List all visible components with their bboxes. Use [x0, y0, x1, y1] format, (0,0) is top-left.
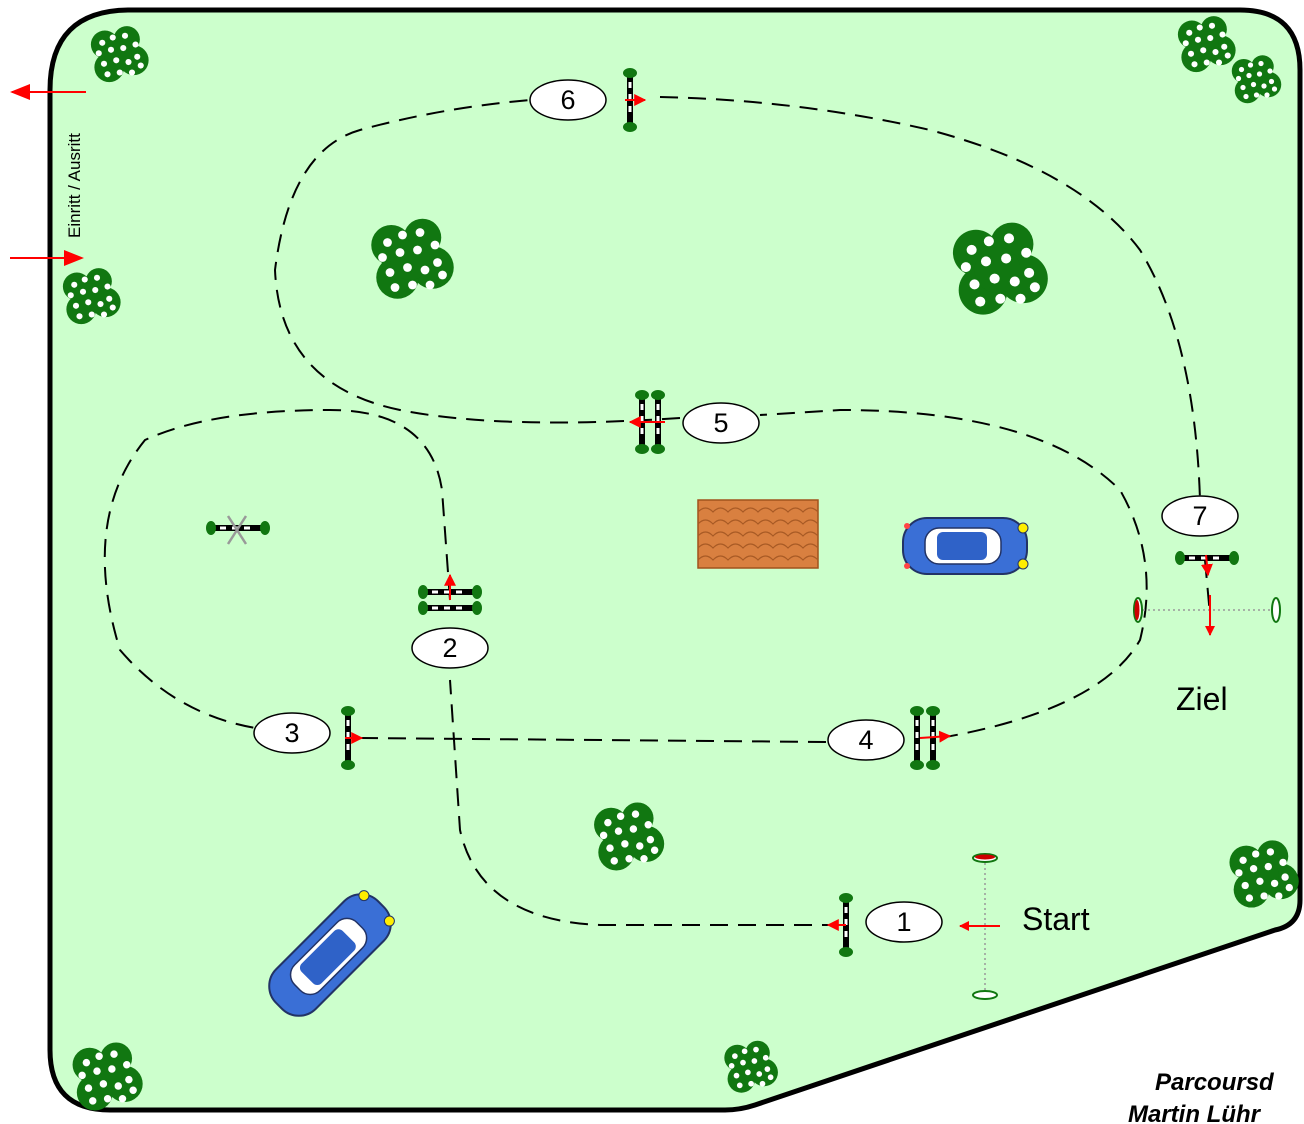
- unused-jump: [206, 515, 270, 545]
- number-bubble: 4: [827, 719, 905, 761]
- entrance-exit-arrows: [10, 84, 86, 266]
- arena-boundary: [47, 7, 1303, 1113]
- number-bubble: 3: [253, 712, 331, 754]
- credit-line-1: Parcoursd: [1155, 1069, 1275, 1096]
- wall-icon: [697, 499, 819, 569]
- number-bubble: 6: [529, 79, 607, 121]
- finish-line: [1133, 595, 1281, 636]
- number-bubble: 2: [411, 627, 489, 669]
- svg-text:2: 2: [442, 633, 457, 663]
- car-icon: [268, 890, 395, 1017]
- car-icon: [902, 517, 1029, 575]
- arrow-icon: [919, 730, 952, 743]
- credit-line-2: Martin Lühr: [1128, 1101, 1262, 1124]
- svg-text:3: 3: [284, 718, 299, 748]
- svg-text:6: 6: [560, 85, 575, 115]
- jump-2: [418, 573, 482, 615]
- jump-7: [1175, 551, 1239, 577]
- start-label: Start: [1022, 901, 1090, 937]
- course-line: [103, 96, 1211, 926]
- number-bubble: 1: [865, 901, 943, 943]
- number-bubble: 5: [682, 402, 760, 444]
- svg-text:4: 4: [858, 725, 873, 755]
- entrance-label: Einritt / Ausritt: [65, 133, 84, 238]
- svg-text:5: 5: [713, 408, 728, 438]
- svg-text:1: 1: [896, 907, 911, 937]
- finish-label: Ziel: [1176, 681, 1228, 717]
- start-line: [959, 853, 1000, 1000]
- number-bubble: 7: [1161, 495, 1239, 537]
- svg-text:7: 7: [1192, 501, 1207, 531]
